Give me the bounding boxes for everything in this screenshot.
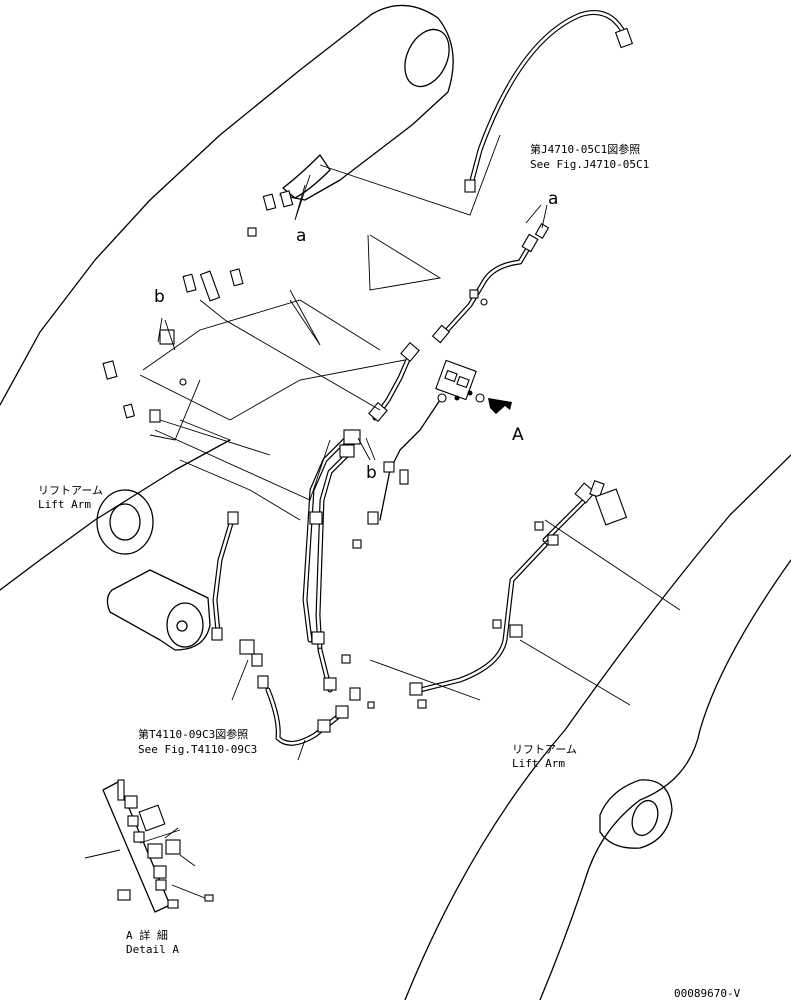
detail-a-en: Detail A: [126, 943, 179, 956]
ref-upper-jp: 第J4710-05C1図参照: [530, 142, 640, 156]
marker-A: A: [512, 425, 524, 445]
detail-a-jp: A 詳 細: [126, 928, 168, 942]
ref-lower-en: See Fig.T4110-09C3: [138, 743, 257, 756]
detail-a-drawing: [84, 779, 214, 913]
fittings: [102, 190, 628, 733]
main-pipes: [212, 242, 588, 746]
ref-upper-en: See Fig.J4710-05C1: [530, 158, 649, 171]
upper-hose: [464, 10, 634, 193]
marker-b-center: b: [366, 463, 377, 483]
lift-arm-left-en: Lift Arm: [38, 498, 91, 511]
drawing-number: 00089670-V: [674, 987, 741, 1000]
valve-assembly: [435, 359, 512, 414]
lift-arm-left-jp: リフトアーム: [38, 484, 103, 497]
text-labels: 第J4710-05C1図参照 See Fig.J4710-05C1 第T4110…: [38, 142, 741, 1000]
ref-lower-jp: 第T4110-09C3図参照: [138, 727, 248, 741]
marker-b-left: b: [154, 287, 165, 307]
leader-lines: [139, 134, 681, 761]
marker-a-right: a: [548, 189, 558, 209]
right-lift-arm: [404, 454, 791, 1000]
marker-a-upper: a: [296, 226, 306, 246]
lift-arm-right-en: Lift Arm: [512, 757, 565, 770]
lift-arm-right-jp: リフトアーム: [512, 743, 577, 756]
left-lift-arm: [0, 4, 454, 651]
